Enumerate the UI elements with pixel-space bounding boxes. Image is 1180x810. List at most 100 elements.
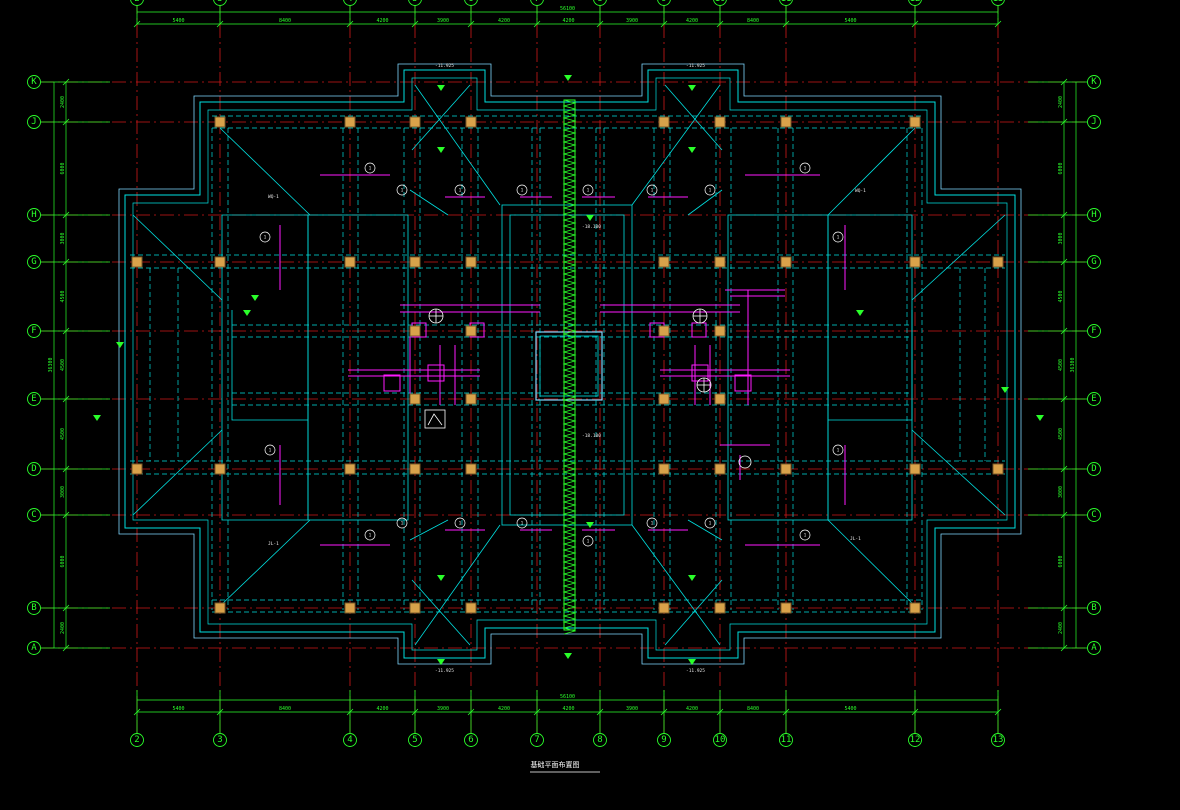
grid-bubble-label: 6: [468, 0, 473, 4]
dimension-label: 3000: [1058, 486, 1064, 498]
dimension-label: 4500: [1058, 290, 1064, 302]
grid-bubble-circle: [343, 0, 357, 6]
grid-bubble-label: D: [31, 464, 36, 474]
grid-bubble-label: 11: [781, 735, 792, 745]
level-marker: [564, 653, 572, 659]
grid-bubble-label: D: [1091, 464, 1096, 474]
grid-bubble-label: K: [1091, 77, 1097, 87]
grid-bubble-right: H: [1087, 208, 1101, 222]
dimension-label: 5400: [172, 18, 184, 24]
section-mark: [396, 184, 408, 196]
section-mark-label: 1: [587, 188, 590, 194]
section-mark-label: 1: [837, 235, 840, 241]
column: [658, 602, 670, 614]
grid-bubble-circle: [27, 462, 41, 476]
grid-bubble-right: D: [1087, 462, 1101, 476]
grid-bubble-bottom: 8: [593, 733, 607, 747]
dimension-tick: [994, 20, 1002, 28]
section-mark-label: 1: [401, 188, 404, 194]
overall-dimension-label: 56100: [560, 694, 575, 700]
grid-bubble-label: 5: [412, 735, 417, 745]
dimension-label: 5400: [172, 706, 184, 712]
grid-bubble-left: J: [27, 115, 41, 129]
dimension-tick: [133, 20, 141, 28]
dimension-label: 2400: [60, 96, 66, 108]
dimension-tick: [1060, 258, 1068, 266]
column: [909, 463, 921, 475]
grid-bubble-label: 7: [534, 0, 539, 4]
dimension-tick: [1060, 395, 1068, 403]
dimension-tick: [411, 708, 419, 716]
level-marker: [1036, 415, 1044, 421]
grid-bubble-label: 6: [468, 735, 473, 745]
dimension-tick: [911, 708, 919, 716]
grid-bubble-circle: [593, 733, 607, 747]
grid-bubble-label: H: [31, 210, 36, 220]
grid-bubble-circle: [27, 392, 41, 406]
grid-bubble-label: B: [31, 603, 36, 613]
elevation-tag: -11.925: [435, 63, 454, 69]
magenta-details: [279, 174, 846, 546]
dimension-label: 4500: [60, 359, 66, 371]
section-mark-label: 1: [269, 448, 272, 454]
level-marker: [564, 75, 572, 81]
grid-bubble-label: 4: [347, 735, 352, 745]
grid-bubble-bottom: 12: [908, 733, 922, 747]
dimension-tick: [1060, 604, 1068, 612]
section-mark-label: 1: [804, 533, 807, 539]
dimension-label: 8400: [747, 706, 759, 712]
grid-bubble-label: 12: [910, 0, 921, 4]
level-marker: [93, 415, 101, 421]
grid-bubble-label: 7: [534, 735, 539, 745]
dimension-label: 4500: [60, 290, 66, 302]
grid-bubble-circle: [27, 208, 41, 222]
dimension-label: 4200: [498, 18, 510, 24]
column: [409, 325, 421, 337]
grid-bubble-circle: [530, 0, 544, 6]
section-mark: [582, 184, 594, 196]
grid-bubble-circle: [130, 0, 144, 6]
dimension-tick: [62, 78, 70, 86]
column: [780, 463, 792, 475]
section-mark-label: 1: [459, 188, 462, 194]
grid-bubble-label: E: [31, 394, 36, 404]
dimension-tick: [216, 20, 224, 28]
grid-bubble-bottom: 5: [408, 733, 422, 747]
grid-bubble-circle: [991, 0, 1005, 6]
dimension-label: 4500: [1058, 359, 1064, 371]
column: [409, 393, 421, 405]
pile-circles: [428, 308, 752, 469]
column: [992, 463, 1004, 475]
grid-bubble-label: 5: [412, 0, 417, 4]
dimension-label: 2400: [1058, 96, 1064, 108]
section-mark: [259, 231, 271, 243]
column: [214, 602, 226, 614]
dimension-tick: [1060, 211, 1068, 219]
grid-bubble-label: G: [31, 257, 36, 267]
grid-bubble-label: 10: [715, 0, 726, 4]
pit-tag: -18.100: [582, 433, 601, 439]
column: [344, 256, 356, 268]
dimension-tick: [62, 211, 70, 219]
grid-bubble-label: C: [1091, 510, 1096, 520]
column: [214, 463, 226, 475]
dimension-tick: [346, 20, 354, 28]
column: [465, 393, 477, 405]
section-mark-label: 1: [709, 188, 712, 194]
dimension-label: 2400: [1058, 622, 1064, 634]
grid-bubble-left: H: [27, 208, 41, 222]
dimension-label: 4500: [60, 428, 66, 440]
elevation-tag: -11.925: [686, 668, 705, 674]
column: [658, 325, 670, 337]
grid-bubble-circle: [1087, 641, 1101, 655]
grid-bubble-label: 8: [597, 0, 602, 4]
dimension-tick: [533, 20, 541, 28]
dimension-tick: [62, 258, 70, 266]
foundation-outline: [118, 63, 1022, 665]
grid-bubble-right: C: [1087, 508, 1101, 522]
grid-bubble-bottom: 10: [713, 733, 727, 747]
dimension-tick: [596, 20, 604, 28]
grid-bubble-circle: [27, 75, 41, 89]
overall-dimension-label: 36300: [1070, 357, 1076, 372]
